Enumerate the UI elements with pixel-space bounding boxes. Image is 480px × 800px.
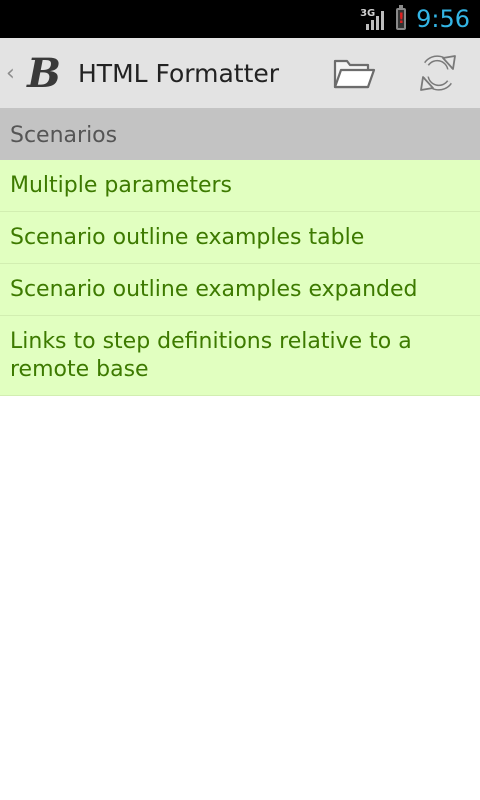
refresh-button[interactable] xyxy=(396,37,480,109)
folder-icon xyxy=(333,59,376,89)
battery-alert-icon: ! xyxy=(398,11,405,27)
network-type-label: 3G xyxy=(360,8,376,19)
refresh-icon xyxy=(420,55,456,91)
scenario-item[interactable]: Multiple parameters xyxy=(0,160,480,212)
open-folder-button[interactable] xyxy=(312,37,396,109)
status-bar: 3G ! 9:56 xyxy=(0,0,480,38)
app-logo-icon[interactable]: B xyxy=(27,49,61,97)
section-header-scenarios: Scenarios xyxy=(0,110,480,160)
app-title: HTML Formatter xyxy=(78,58,280,88)
scenario-item[interactable]: Links to step definitions relative to a … xyxy=(0,316,480,396)
status-clock: 9:56 xyxy=(416,5,470,33)
chevron-left-icon[interactable]: ‹ xyxy=(6,60,15,86)
scenario-item[interactable]: Scenario outline examples table xyxy=(0,212,480,264)
action-bar: ‹ B HTML Formatter xyxy=(0,38,480,110)
battery-icon: ! xyxy=(396,5,407,30)
scenario-list: Multiple parameters Scenario outline exa… xyxy=(0,160,480,396)
signal-icon: 3G xyxy=(358,6,388,32)
scenario-item[interactable]: Scenario outline examples expanded xyxy=(0,264,480,316)
